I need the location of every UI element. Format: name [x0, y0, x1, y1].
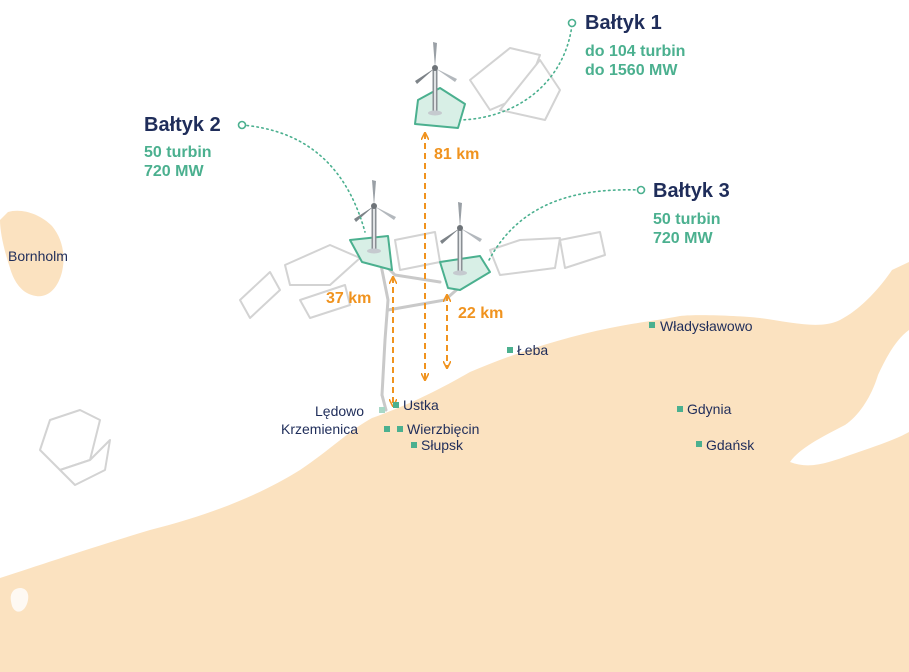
wladyslawowo-label: Władysławowo — [660, 318, 753, 334]
baltyk2-title: Bałtyk 2 — [144, 114, 221, 136]
other-offshore-areas — [39, 47, 606, 486]
square-marker-icon — [379, 407, 385, 413]
krzemienica-label: Krzemienica — [281, 421, 359, 437]
baltyk1-title: Bałtyk 1 — [585, 12, 662, 34]
baltyk3-title: Bałtyk 3 — [653, 180, 730, 202]
square-marker-icon — [393, 402, 399, 408]
square-marker-icon — [649, 322, 655, 328]
lake — [10, 588, 29, 612]
wierzbiecin-label: Wierzbięcin — [407, 421, 480, 437]
leba-label: Łeba — [517, 342, 549, 358]
baltyk1-distance: 81 km — [434, 146, 480, 163]
baltyk2-distance: 37 km — [326, 290, 372, 307]
bornholm-label: Bornholm — [8, 248, 68, 264]
baltyk1-turbines: do 104 turbin — [585, 43, 686, 60]
baltyk1-power: do 1560 MW — [585, 62, 678, 79]
square-marker-icon — [507, 347, 513, 353]
leader-endpoints — [237, 18, 646, 195]
bornholm-island — [0, 210, 64, 297]
square-marker-icon — [384, 426, 390, 432]
baltyk3-distance: 22 km — [458, 305, 504, 322]
baltyk2-turbines: 50 turbin — [144, 144, 212, 161]
slupsk-label: Słupsk — [421, 437, 464, 453]
square-marker-icon — [696, 441, 702, 447]
hel-peninsula — [655, 340, 712, 411]
ustka-label: Ustka — [403, 397, 439, 413]
baltyk1-area[interactable] — [414, 87, 466, 129]
coastline-land — [0, 262, 909, 672]
town-markers — [379, 322, 702, 448]
leader-lines — [241, 24, 641, 263]
baltyk3-power: 720 MW — [653, 230, 713, 247]
distance-arrows — [393, 133, 447, 406]
square-marker-icon — [411, 442, 417, 448]
gdansk-label: Gdańsk — [706, 437, 755, 453]
square-marker-icon — [397, 426, 403, 432]
baltyk3-turbines: 50 turbin — [653, 211, 721, 228]
gdynia-label: Gdynia — [687, 401, 732, 417]
baltyk2-power: 720 MW — [144, 163, 204, 180]
ledowo-label: Lędowo — [315, 403, 365, 419]
square-marker-icon — [677, 406, 683, 412]
